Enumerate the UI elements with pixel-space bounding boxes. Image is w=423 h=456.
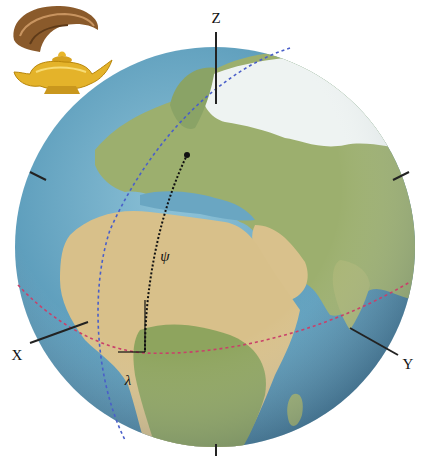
x-axis (30, 322, 88, 343)
globe-shading (15, 47, 415, 447)
axis-label: X (12, 348, 23, 363)
z-axis (215, 32, 217, 104)
ocean (15, 47, 415, 447)
location-point (184, 152, 190, 158)
angle-label: ψ (160, 249, 169, 264)
axis-label: Y (403, 357, 414, 372)
axis-label: Z (211, 11, 220, 26)
latitude-arc (145, 155, 187, 350)
meridian (98, 48, 290, 440)
reference-line (144, 300, 145, 352)
south-america (0, 326, 30, 420)
longitude-line (118, 351, 145, 352)
axis-tick (215, 444, 217, 456)
angle-label: λ (125, 373, 132, 388)
y-axis (350, 328, 398, 355)
equator (18, 282, 410, 353)
axis-tick (30, 172, 46, 180)
axis-tick (393, 172, 409, 180)
genie-lamp-icon (13, 6, 112, 94)
